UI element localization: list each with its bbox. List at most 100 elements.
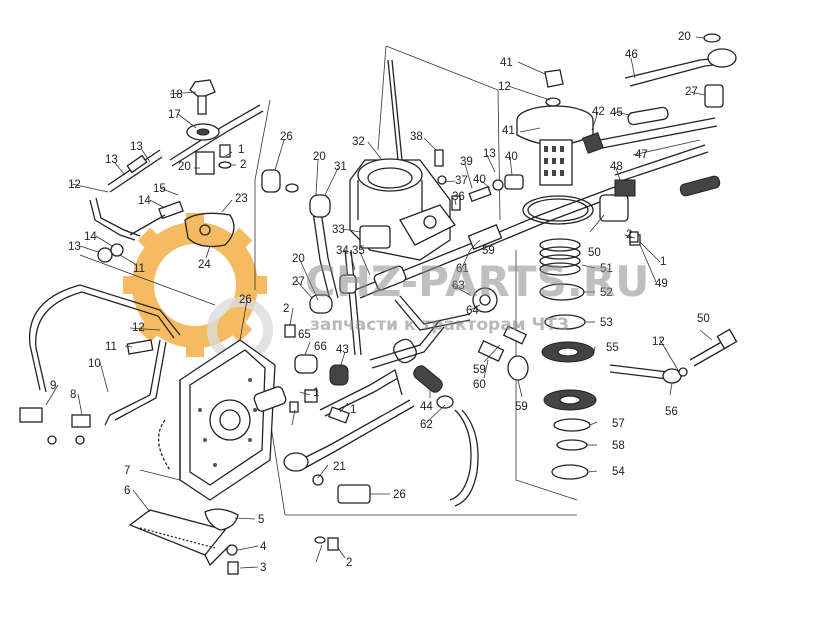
clip-9-icon [19, 407, 43, 423]
callout: 27 [292, 276, 305, 288]
callout: 45 [610, 107, 623, 119]
nut-14-icon [110, 243, 124, 257]
plug-37-icon [504, 174, 524, 190]
callout: 14 [84, 231, 97, 243]
callout: 10 [88, 358, 101, 370]
callout: 1 [660, 256, 666, 268]
plug-39-icon [544, 69, 564, 88]
callout: 12 [68, 179, 81, 191]
callout: 21 [333, 461, 346, 473]
watermark-gear-icon [123, 213, 273, 363]
callout: 40 [505, 151, 518, 163]
watermark-brand: CHZ-PARTS.RU [305, 257, 649, 306]
callout: 23 [235, 193, 248, 205]
callout: 60 [473, 379, 486, 391]
callout: 11 [105, 341, 117, 353]
flange-5-icon [204, 508, 239, 531]
elbow-fittings-left [261, 169, 362, 403]
support-frame-10 [19, 284, 181, 445]
callout: 1 [313, 387, 319, 399]
callout: 37 [455, 175, 468, 187]
callout: 11 [133, 263, 145, 275]
watermark: CHZ-PARTS.RU запчасти к тракторам ЧТЗ [305, 257, 649, 335]
callout: 58 [612, 440, 625, 452]
callout: 20 [313, 151, 326, 163]
callout: 8 [70, 389, 76, 401]
callout: 65 [298, 329, 311, 341]
callout: 17 [168, 109, 181, 121]
bolt-26-icon [704, 84, 724, 108]
callout: 13 [130, 141, 143, 153]
callout: 12 [132, 322, 145, 334]
callout: 41 [502, 125, 515, 137]
clamp-63-icon [294, 354, 318, 374]
callout: 39 [460, 156, 473, 168]
spring-stack [539, 238, 597, 480]
callout: 41 [500, 57, 513, 69]
callout: 2 [283, 303, 289, 315]
callout: 59 [515, 401, 528, 413]
callout: 62 [420, 419, 433, 431]
callout: 26 [280, 131, 293, 143]
callout: 7 [124, 465, 130, 477]
callout: 18 [170, 89, 183, 101]
screw-34-icon [434, 149, 444, 167]
banjo-bolt-52-icon [609, 364, 688, 384]
callout: 12 [498, 81, 511, 93]
callout: 40 [473, 174, 486, 186]
callout: 49 [655, 278, 668, 290]
callout: 38 [410, 131, 423, 143]
callout: 32 [352, 136, 365, 148]
bolt-11-icon [126, 339, 154, 355]
callout: 66 [314, 341, 327, 353]
callout: 44 [420, 401, 433, 413]
callout: 20 [292, 253, 305, 265]
callout: 13 [68, 241, 81, 253]
fitting-26a-icon [261, 169, 281, 193]
callout: 4 [260, 541, 267, 553]
callout: 50 [588, 247, 601, 259]
callout: 35 [352, 245, 365, 257]
bolt-26b-icon [337, 484, 371, 504]
lower-pipe-assembly [283, 319, 479, 507]
fittings-55-57 [477, 325, 529, 381]
callout: 53 [600, 317, 613, 329]
callout: 59 [482, 245, 495, 257]
base-plate-6 [128, 508, 239, 575]
callout: 5 [258, 514, 264, 526]
callout: 31 [334, 161, 347, 173]
nut-55-icon [507, 355, 529, 381]
nut-40b-icon [329, 364, 349, 386]
pump-housing-7 [158, 339, 287, 501]
callout: 14 [138, 195, 151, 207]
callout: 24 [198, 259, 211, 271]
callout: 50 [697, 313, 710, 325]
callout: 47 [635, 149, 648, 161]
bolt-3-icon [227, 561, 239, 575]
carburetor-body-29 [349, 59, 456, 261]
callout-labels: 18 17 13 13 12 1 2 20 15 14 23 24 13 14 … [50, 31, 710, 574]
callout: 51 [600, 263, 613, 275]
callout: 2 [240, 159, 246, 171]
linkage-rod-assembly [89, 104, 264, 263]
callout: 63 [452, 280, 465, 292]
callout: 33 [332, 224, 345, 236]
callout: 9 [50, 380, 56, 392]
callout: 13 [483, 148, 496, 160]
callout: 48 [610, 161, 623, 173]
bracket-frame [79, 45, 578, 516]
callout: 56 [665, 406, 678, 418]
ring-54-icon [556, 439, 588, 451]
loose-hardware [218, 144, 639, 551]
callout: 64 [466, 305, 479, 317]
callout: 26 [393, 489, 406, 501]
callout: 26 [239, 294, 252, 306]
callout: 12 [652, 336, 665, 348]
callout: 59 [473, 364, 486, 376]
watermark-tagline: запчасти к тракторам ЧТЗ [310, 315, 569, 335]
callout: 46 [625, 49, 638, 61]
screw-66-icon [284, 324, 296, 338]
callout: 57 [612, 418, 625, 430]
